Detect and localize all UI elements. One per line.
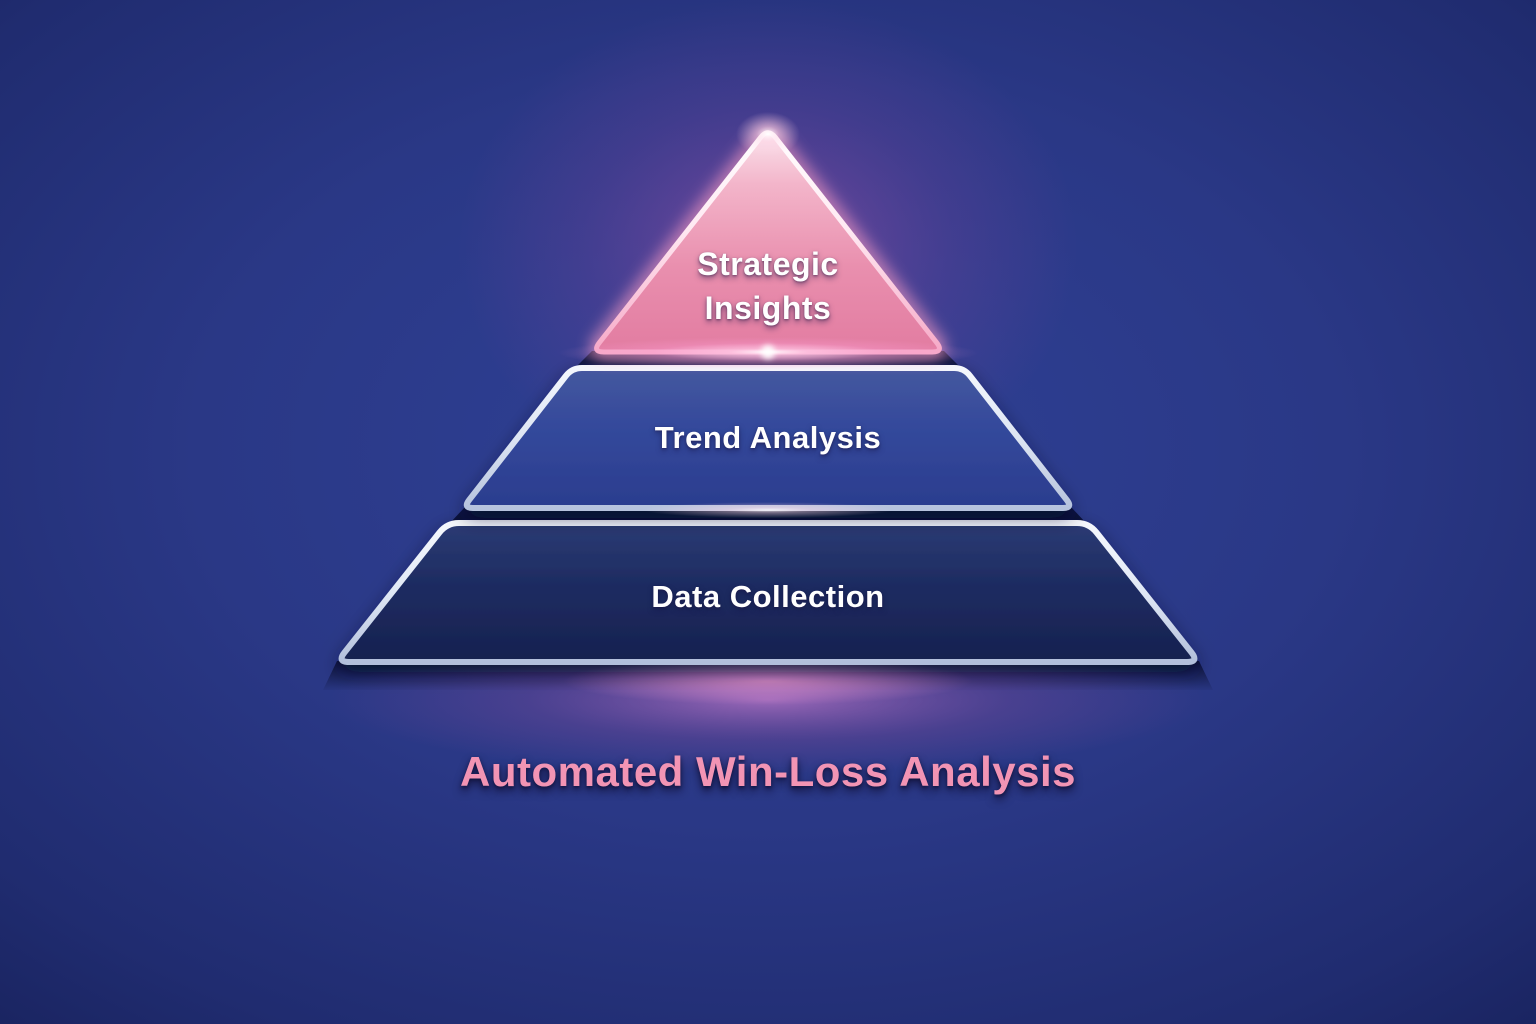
tier-label-data-collection: Data Collection <box>651 579 885 614</box>
tier-label-strategic-insights: Strategic Insights <box>697 246 839 326</box>
top-base-flare-core <box>761 345 775 359</box>
floor-glow-core <box>563 657 973 705</box>
tier-trend-analysis-shape <box>463 365 1073 511</box>
tier-data-collection-shape <box>338 520 1198 665</box>
tier-label-trend-analysis: Trend Analysis <box>654 420 882 455</box>
middle-base-flare <box>643 502 893 518</box>
diagram-title: Automated Win-Loss Analysis <box>460 748 1076 795</box>
apex-flare <box>736 112 800 156</box>
